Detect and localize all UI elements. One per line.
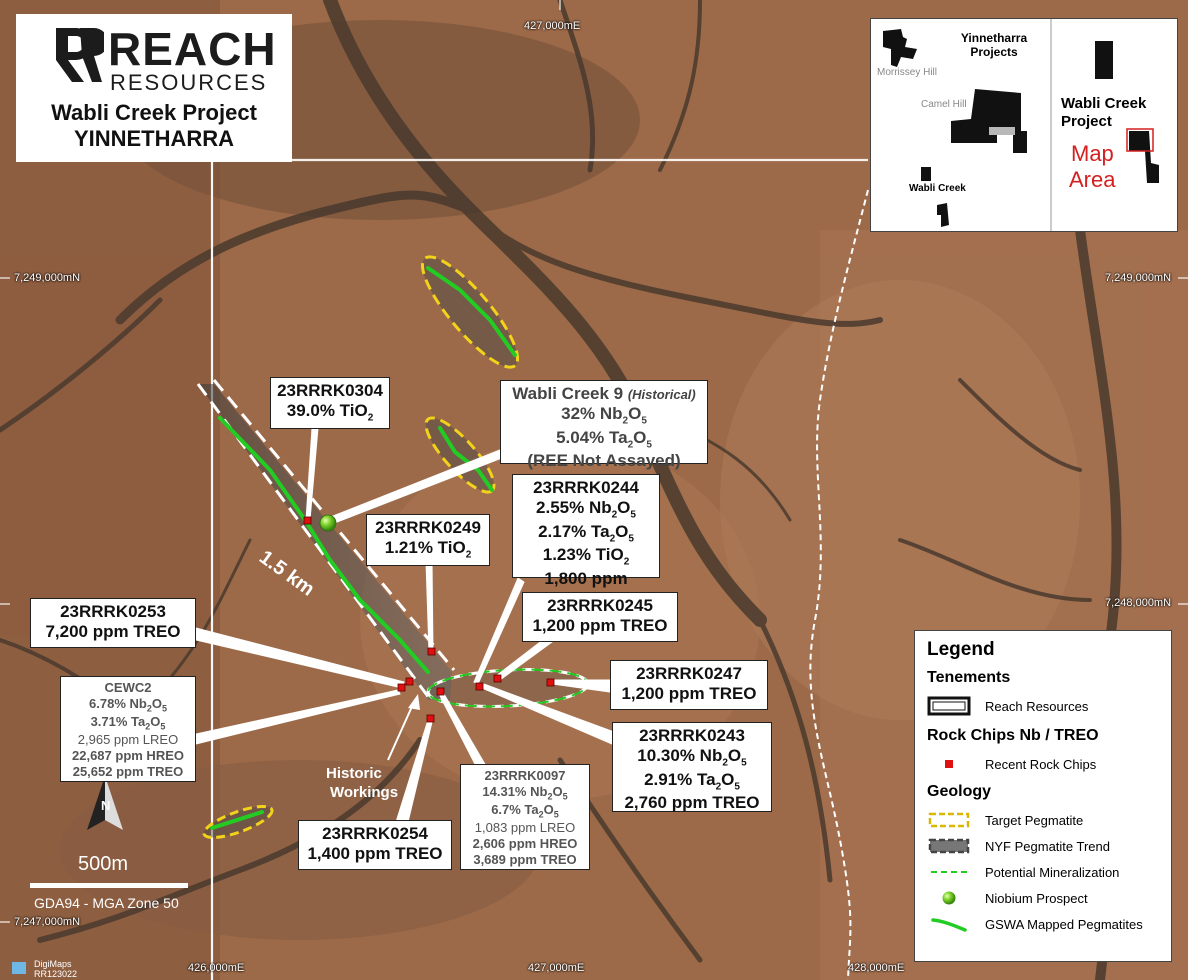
inset-tenements xyxy=(883,29,1159,227)
legend-section-geology: Geology xyxy=(927,783,992,800)
inset-wabli-small: Wabli Creek xyxy=(909,183,966,194)
inset-yinnetharra: Yinnetharra xyxy=(960,31,1028,45)
callout-23rrrk0247: 23RRRK0247 1,200 ppm TREO xyxy=(610,660,768,710)
inset-map-area-2: Area xyxy=(1069,167,1116,192)
callout-23rrrk0249: 23RRRK0249 1.21% TiO2 xyxy=(366,514,490,566)
legend-title: Legend xyxy=(927,639,995,660)
callout-wabli-creek-9: Wabli Creek 9 (Historical) 32% Nb2O5 5.0… xyxy=(500,380,708,470)
callout-23rrrk0253: 23RRRK0253 7,200 ppm TREO xyxy=(30,598,196,648)
inset-projects: Projects xyxy=(970,45,1018,59)
scale-label: 500m xyxy=(78,853,128,875)
legend-item-potential: Potential Mineralization xyxy=(927,859,1159,885)
svg-text:N: N xyxy=(101,798,110,813)
svg-text:RR123022: RR123022 xyxy=(34,969,77,979)
callout-23rrrk0097: 23RRRK0097 14.31% Nb2O5 6.7% Ta2O5 1,083… xyxy=(460,764,590,870)
brand-reach: REACH xyxy=(108,23,277,75)
tenement-boundary xyxy=(210,158,868,980)
legend-item-target: Target Pegmatite xyxy=(927,807,1159,833)
grid-n-right-1: 7,249,000mN xyxy=(1105,272,1172,284)
region-title: YINNETHARRA xyxy=(73,126,235,151)
legend-item-reach: Reach Resources xyxy=(927,693,1159,719)
grid-e-bottom-3: 428,000mE xyxy=(848,962,905,974)
callout-23rrrk0254: 23RRRK0254 1,400 ppm TREO xyxy=(298,820,452,870)
svg-text:DigiMaps: DigiMaps xyxy=(34,959,72,969)
inset-morrissey: Morrissey Hill xyxy=(877,67,937,78)
brand-resources: RESOURCES xyxy=(110,70,268,95)
callout-cewc2: CEWC2 6.78% Nb2O5 3.71% Ta2O5 2,965 ppm … xyxy=(60,676,196,782)
callout-23rrrk0304: 23RRRK0304 39.0% TiO2 xyxy=(270,377,390,429)
inset-wabli-title-2: Project xyxy=(1061,113,1112,130)
grid-e-bottom-2: 427,000mE xyxy=(528,962,585,974)
rock-chip-icon xyxy=(927,756,971,772)
legend-item-gswa: GSWA Mapped Pegmatites xyxy=(927,911,1159,937)
legend-item-recent: Recent Rock Chips xyxy=(927,751,1159,777)
niobium-prospect-icon xyxy=(927,889,971,907)
inset-camel: Camel Hill xyxy=(921,99,967,110)
gswa-pegmatite-icon xyxy=(927,915,971,933)
scale-bar xyxy=(30,883,188,888)
location-inset: Yinnetharra Projects Morrissey Hill Came… xyxy=(870,18,1178,232)
datum-label: GDA94 - MGA Zone 50 xyxy=(34,895,179,911)
historic-workings-label-2: Workings xyxy=(330,784,398,801)
north-arrow: N xyxy=(87,776,123,830)
niobium-prospect-marker xyxy=(319,514,337,532)
historic-workings-label-1: Historic xyxy=(326,765,382,782)
inset-map xyxy=(883,19,1159,231)
legend-panel: Legend Tenements Reach Resources Rock Ch… xyxy=(914,630,1172,962)
grid-n-right-2: 7,248,000mN xyxy=(1105,597,1172,609)
gswa-mapped-pegmatites xyxy=(210,266,517,830)
nyf-trend-icon xyxy=(927,837,971,855)
potential-mineralization-icon xyxy=(927,866,971,878)
tenement-symbol-icon xyxy=(927,696,971,716)
callout-23rrrk0245: 23RRRK0245 1,200 ppm TREO xyxy=(522,592,678,642)
inset-map-area-1: Map xyxy=(1071,141,1114,166)
legend-item-niobium: Niobium Prospect xyxy=(927,885,1159,911)
historic-workings-arrow xyxy=(387,694,420,761)
rock-chip-markers xyxy=(303,516,555,723)
grid-e-top: 427,000mE xyxy=(524,20,581,32)
project-title: Wabli Creek Project xyxy=(51,100,257,125)
grid-n-left-1: 7,249,000mN xyxy=(14,272,81,284)
target-pegmatite-icon xyxy=(927,811,971,829)
callout-23rrrk0243: 23RRRK0243 10.30% Nb2O5 2.91% Ta2O5 2,76… xyxy=(612,722,772,812)
track-dashed xyxy=(809,189,869,980)
callout-23rrrk0244: 23RRRK0244 2.55% Nb2O5 2.17% Ta2O5 1.23%… xyxy=(512,474,660,608)
legend-section-rockchips: Rock Chips Nb / TREO xyxy=(927,727,1099,744)
legend-item-nyf: NYF Pegmatite Trend xyxy=(927,833,1159,859)
grid-n-left-3: 7,247,000mN xyxy=(14,916,81,928)
grid-e-bottom-1: 426,000mE xyxy=(188,962,245,974)
reach-logo-mark xyxy=(56,28,104,82)
digimaps-credit: DigiMaps RR123022 xyxy=(12,959,77,979)
legend-section-tenements: Tenements xyxy=(927,669,1011,686)
inset-wabli-title-1: Wabli Creek xyxy=(1061,95,1147,112)
logo-panel: REACH RESOURCES Wabli Creek Project YINN… xyxy=(16,14,292,162)
